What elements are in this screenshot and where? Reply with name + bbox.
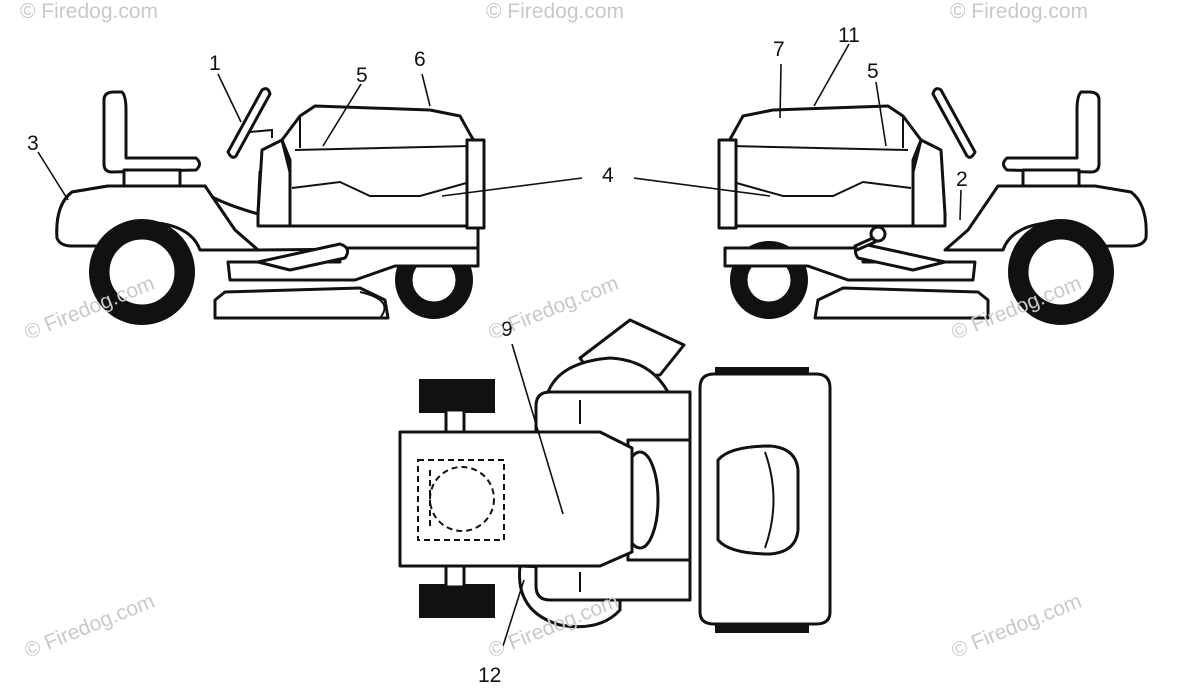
callout-6: 6 — [414, 48, 426, 71]
mower-deck-top — [546, 356, 670, 394]
leader-lines — [37, 43, 962, 647]
seat-top — [716, 444, 800, 556]
front-tire-top — [419, 379, 495, 413]
callout-12: 12 — [478, 664, 501, 687]
seat-left — [102, 90, 201, 174]
mower-deck-right — [813, 286, 990, 320]
tractor-left-side-view — [55, 87, 486, 325]
callout-3: 3 — [27, 132, 39, 155]
grille-left — [465, 138, 486, 230]
watermark: © Firedog.com — [21, 590, 158, 663]
grille-right — [717, 138, 738, 230]
watermark: © Firedog.com — [948, 590, 1085, 663]
callout-11: 11 — [838, 24, 860, 47]
watermark: © Firedog.com — [486, 0, 624, 23]
hood-left — [280, 104, 480, 228]
callout-1: 1 — [209, 52, 221, 75]
seat-right — [1002, 90, 1101, 174]
front-tire-bottom — [419, 584, 495, 618]
callout-2: 2 — [956, 168, 968, 191]
callout-5-left: 5 — [356, 64, 368, 87]
tractor-top-view — [398, 318, 832, 633]
tractor-right-side-view — [717, 87, 1148, 325]
watermark: © Firedog.com — [485, 272, 622, 345]
watermark: © Firedog.com — [20, 0, 158, 23]
callout-numbers: 1 5 6 3 4 7 11 5 2 9 12 — [27, 24, 968, 687]
mower-deck-left — [213, 286, 390, 320]
callout-7: 7 — [773, 38, 785, 61]
hood-top — [398, 430, 634, 568]
watermark: © Firedog.com — [950, 0, 1088, 23]
callout-5-right: 5 — [867, 60, 879, 83]
steering-wheel-right — [931, 87, 977, 159]
callout-4: 4 — [602, 164, 614, 187]
callout-9: 9 — [501, 318, 513, 341]
steering-wheel-left — [226, 87, 272, 159]
hood-right — [723, 104, 923, 228]
